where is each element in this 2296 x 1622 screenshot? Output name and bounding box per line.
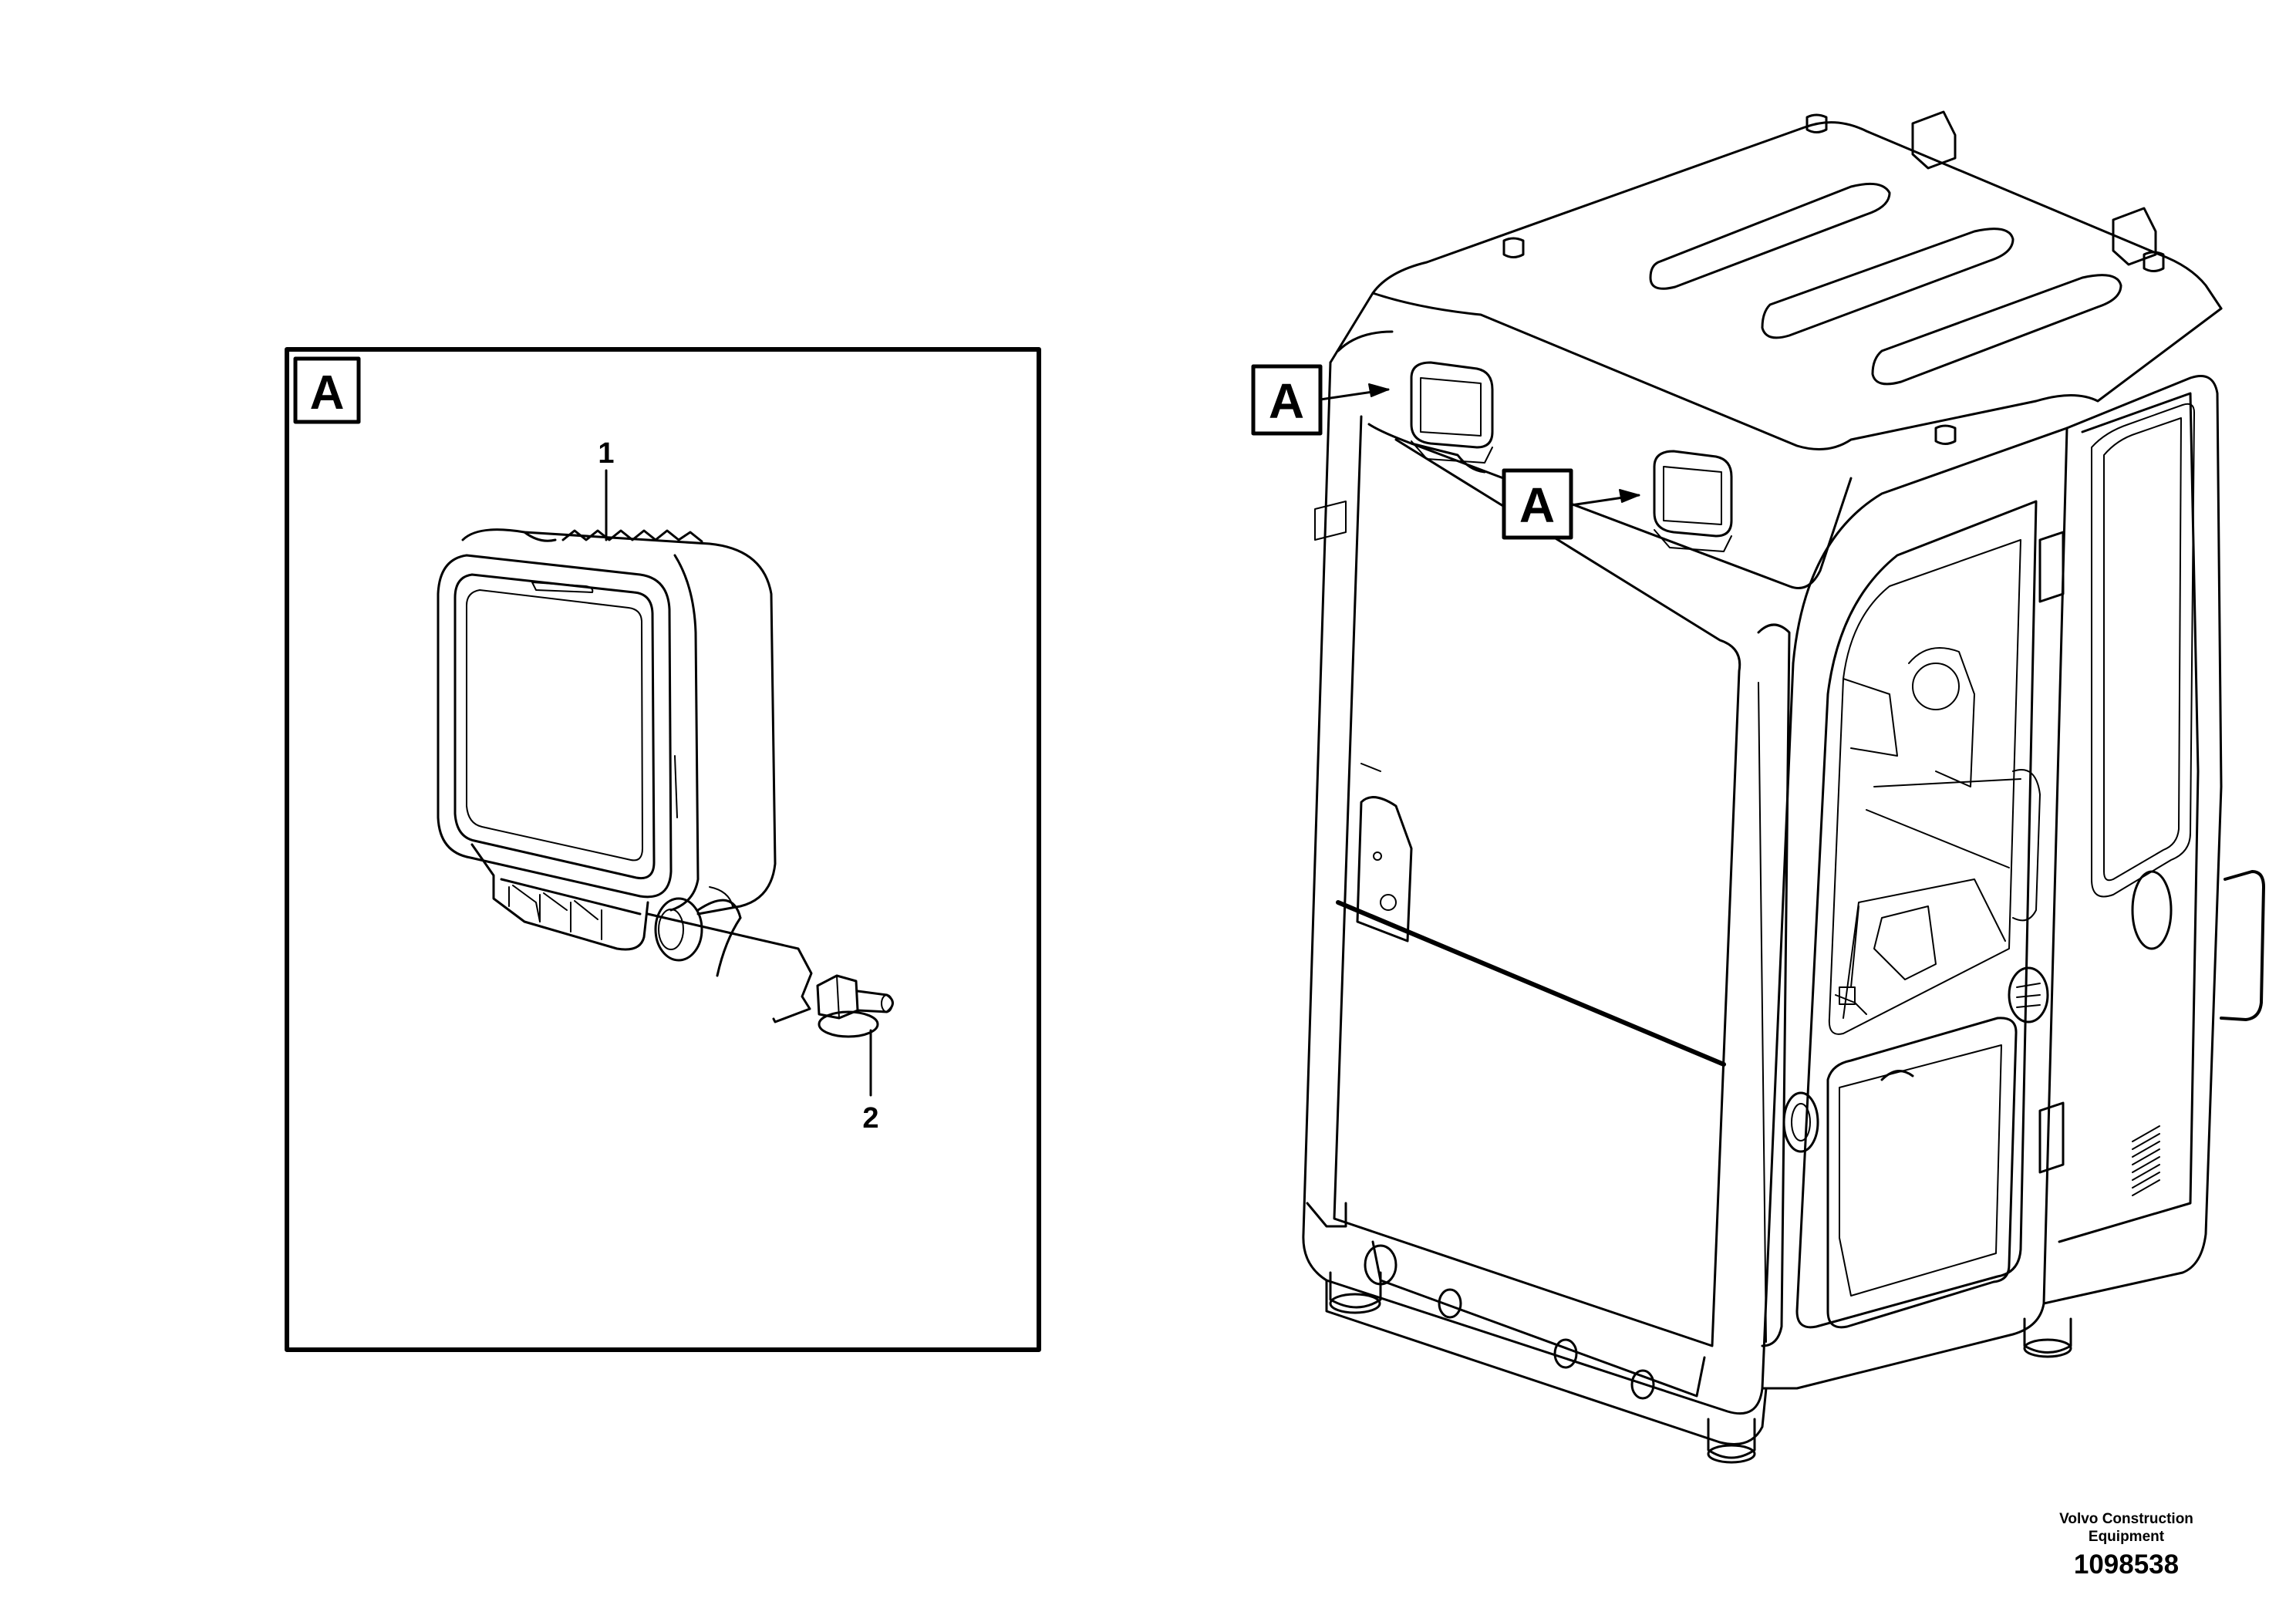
- detail-view-a: A: [285, 347, 1041, 1352]
- cab-work-lamp-left: [1410, 361, 1494, 464]
- flange-bolt-illustration: [816, 974, 894, 1038]
- cab-interior: [1835, 647, 2041, 1019]
- drawing-number: 1098538: [2073, 1549, 2180, 1580]
- overview-tag-a-1: A: [1251, 364, 1390, 436]
- overview-tag-a-2-text: A: [1519, 477, 1555, 533]
- cab-overview: [1302, 110, 2265, 1464]
- work-lamp-illustration: [437, 528, 813, 1023]
- cab-work-lamp-right: [1653, 450, 1733, 552]
- overview-tag-a-2: A: [1502, 468, 1640, 540]
- cab-base: [1325, 1279, 1768, 1445]
- detail-tag-a: A: [293, 356, 361, 424]
- company-name-line1: Volvo Construction: [2059, 1511, 2193, 1527]
- callout-label-2: 2: [862, 1102, 878, 1135]
- callout-label-1: 1: [598, 437, 614, 470]
- cab-front-frame: [1302, 361, 1795, 1415]
- cab-roof: [1329, 121, 2223, 364]
- drawing-footer: Volvo Construction Equipment 1098538: [2011, 1510, 2242, 1581]
- company-name-line2: Equipment: [2088, 1529, 2165, 1545]
- overview-tag-a-1-text: A: [1269, 373, 1304, 429]
- detail-tag-a-text: A: [310, 366, 345, 420]
- cab-door: [1761, 427, 2068, 1390]
